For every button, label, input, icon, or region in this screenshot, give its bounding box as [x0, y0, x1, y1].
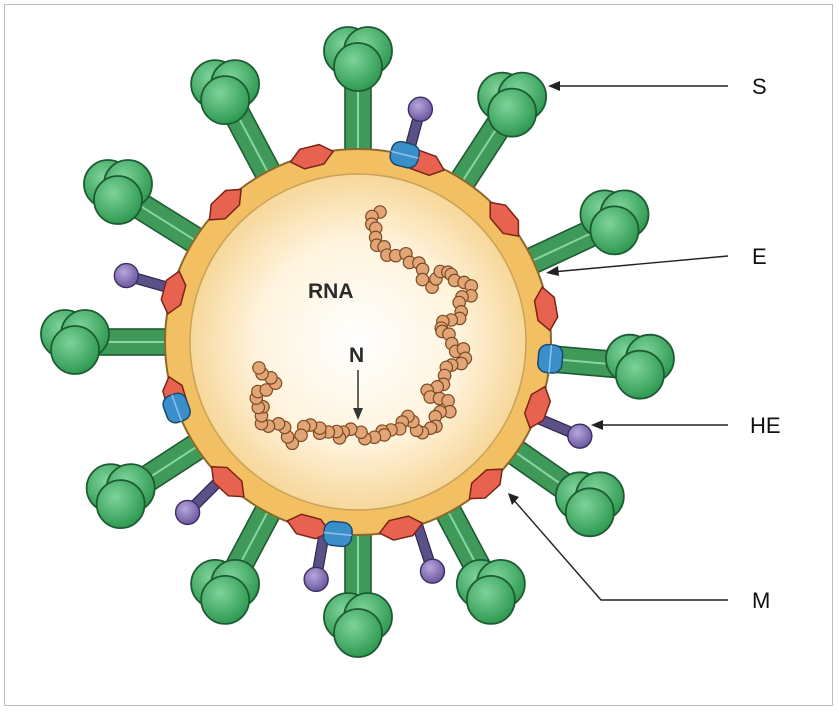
- he-head: [419, 558, 446, 584]
- he-head: [407, 96, 434, 122]
- m-protein: [378, 515, 424, 541]
- leader-m: [508, 493, 728, 601]
- spike-head: [554, 471, 625, 538]
- rna-bead: [441, 393, 455, 408]
- membrane-proteins: [160, 140, 564, 548]
- spike-head: [85, 463, 156, 530]
- label-e: E: [752, 244, 767, 269]
- he-head: [567, 423, 593, 449]
- rna-nucleocapsid: [249, 205, 479, 451]
- spike-head: [190, 59, 261, 126]
- m-protein: [468, 468, 504, 500]
- e-protein: [537, 343, 564, 374]
- spike-head: [323, 592, 393, 658]
- m-protein: [523, 385, 552, 430]
- spike-head: [83, 159, 153, 225]
- spike-head: [605, 333, 675, 400]
- spike-head: [455, 558, 526, 625]
- he-head: [174, 499, 201, 526]
- e-protein: [322, 520, 353, 548]
- m-protein: [533, 286, 559, 332]
- virus-interior: [189, 173, 527, 511]
- label-m: M: [752, 588, 770, 613]
- spike-head: [323, 26, 393, 92]
- leader-he: [591, 420, 728, 430]
- rna-bead: [415, 272, 430, 287]
- rna-label: RNA: [308, 280, 354, 303]
- rna-bead: [252, 361, 266, 375]
- spike-head: [190, 558, 261, 625]
- he-heads: [113, 96, 593, 593]
- m-protein: [208, 188, 242, 221]
- spike-head: [40, 309, 110, 375]
- spike-head: [477, 71, 548, 138]
- n-label: N: [349, 344, 364, 367]
- e-protein: [162, 392, 191, 424]
- rna-bead: [294, 428, 308, 443]
- n-pointer-head: [353, 408, 363, 420]
- m-protein: [210, 465, 245, 498]
- he-head: [303, 566, 329, 593]
- leader-s: [548, 81, 728, 91]
- label-s: S: [752, 74, 767, 99]
- e-protein: [389, 140, 421, 169]
- m-protein: [289, 143, 335, 170]
- rna-bead: [259, 383, 274, 397]
- leader-e: [546, 255, 729, 276]
- he-head: [113, 262, 140, 289]
- m-protein: [286, 513, 331, 540]
- m-protein: [489, 201, 520, 237]
- m-protein: [160, 270, 187, 315]
- label-he: HE: [750, 413, 781, 438]
- spike-heads: [40, 26, 675, 658]
- spike-head: [579, 189, 650, 256]
